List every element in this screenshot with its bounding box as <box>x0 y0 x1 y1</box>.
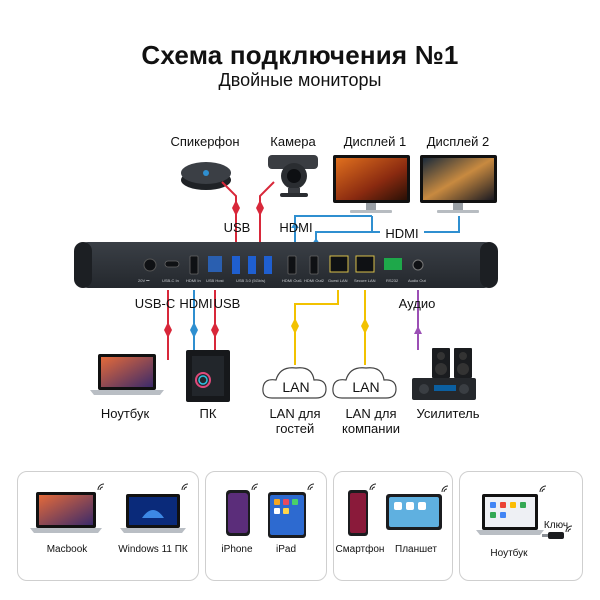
page-title: Схема подключения №1 <box>141 40 459 70</box>
speakerphone-label: Спикерфон <box>170 134 240 149</box>
client-label-laptop: Ноутбук <box>490 548 528 559</box>
hdmi-right-label: HDMI <box>380 226 424 241</box>
usbc-bottom-label: USB-C <box>134 296 176 311</box>
tablet-icon <box>386 494 442 530</box>
client-label-macbook: Macbook <box>46 544 88 555</box>
port-label: Secure LAN <box>354 278 376 283</box>
laptop-icon <box>476 494 544 535</box>
display1-icon <box>333 155 410 213</box>
wifi-icon <box>251 483 315 491</box>
windows-laptop-icon <box>120 494 186 533</box>
lan-cloud-company-icon <box>332 367 397 399</box>
port-label: USB-C In <box>162 278 179 283</box>
connection-diagram <box>74 155 498 402</box>
macbook-icon <box>30 492 102 533</box>
client-label-smartphone: Смартфон <box>335 544 385 555</box>
camera-label: Камера <box>270 134 316 149</box>
speakerphone-icon <box>181 162 231 190</box>
lan-guest-label: LAN для гостей <box>269 406 321 436</box>
ipad-icon <box>268 492 306 538</box>
client-label-windows-pc: Windows 11 ПК <box>118 544 188 555</box>
android-illustration <box>348 483 449 536</box>
port-label: RS232 <box>386 278 399 283</box>
usb-top-label: USB <box>223 220 251 235</box>
lan-cloud-guest-icon <box>262 367 327 399</box>
port-label: USB 3.0 (5Gb/s) <box>236 278 266 283</box>
pc-tower-icon <box>186 350 230 402</box>
port-label: HDMI In <box>186 278 201 283</box>
hub-port-labels: 20V ⎓ USB-C In HDMI In USB Host USB 3.0 … <box>0 278 600 288</box>
client-card-laptop-key: Ноутбук Ключ <box>459 471 583 581</box>
wifi-icon <box>369 483 449 493</box>
dongle-key-icon <box>542 532 564 539</box>
port-label: Audio Out <box>408 278 426 283</box>
display2-label: Дисплей 2 <box>426 134 490 149</box>
camera-icon <box>268 155 318 197</box>
port-label: HDMI Out2 <box>304 278 325 283</box>
laptop-icon <box>90 354 164 395</box>
lan-cloud-company-text: LAN <box>352 379 380 395</box>
audio-label: Аудио <box>398 296 436 311</box>
client-label-ipad: iPad <box>275 544 296 555</box>
docking-hub <box>74 242 498 288</box>
client-label-iphone: iPhone <box>221 544 253 555</box>
amplifier-label: Усилитель <box>416 406 480 421</box>
lan-cloud-guest-text: LAN <box>282 379 310 395</box>
port-label: USB Host <box>206 278 224 283</box>
port-label: HDMI Out1 <box>282 278 303 283</box>
client-card-computers: Macbook Windows 11 ПК <box>17 471 199 581</box>
client-label-key: Ключ <box>543 520 569 531</box>
computers-illustration <box>30 483 189 533</box>
port-label: 20V ⎓ <box>138 278 150 283</box>
page-subtitle: Двойные мониторы <box>218 70 382 90</box>
display2-icon <box>420 155 497 213</box>
client-card-apple: iPhone iPad <box>205 471 327 581</box>
laptop-label: Ноутбук <box>100 406 150 421</box>
hdmi-top-label: HDMI <box>279 220 313 235</box>
client-label-tablet: Планшет <box>395 544 437 555</box>
apple-illustration <box>226 483 315 538</box>
wifi-icon <box>97 483 189 491</box>
port-label: Guest LAN <box>328 278 348 283</box>
iphone-icon <box>226 490 250 536</box>
pc-label: ПК <box>199 406 217 421</box>
hdmi-bottom-label: HDMI <box>179 296 213 311</box>
laptop-key-illustration <box>476 485 573 539</box>
smartphone-icon <box>348 490 368 536</box>
lan-company-label: LAN для компании <box>342 406 400 436</box>
client-card-android: Смартфон Планшет <box>333 471 453 581</box>
display1-label: Дисплей 1 <box>343 134 407 149</box>
amplifier-icon <box>412 348 476 400</box>
usb-bottom-label: USB <box>213 296 241 311</box>
wifi-icon <box>539 485 573 533</box>
